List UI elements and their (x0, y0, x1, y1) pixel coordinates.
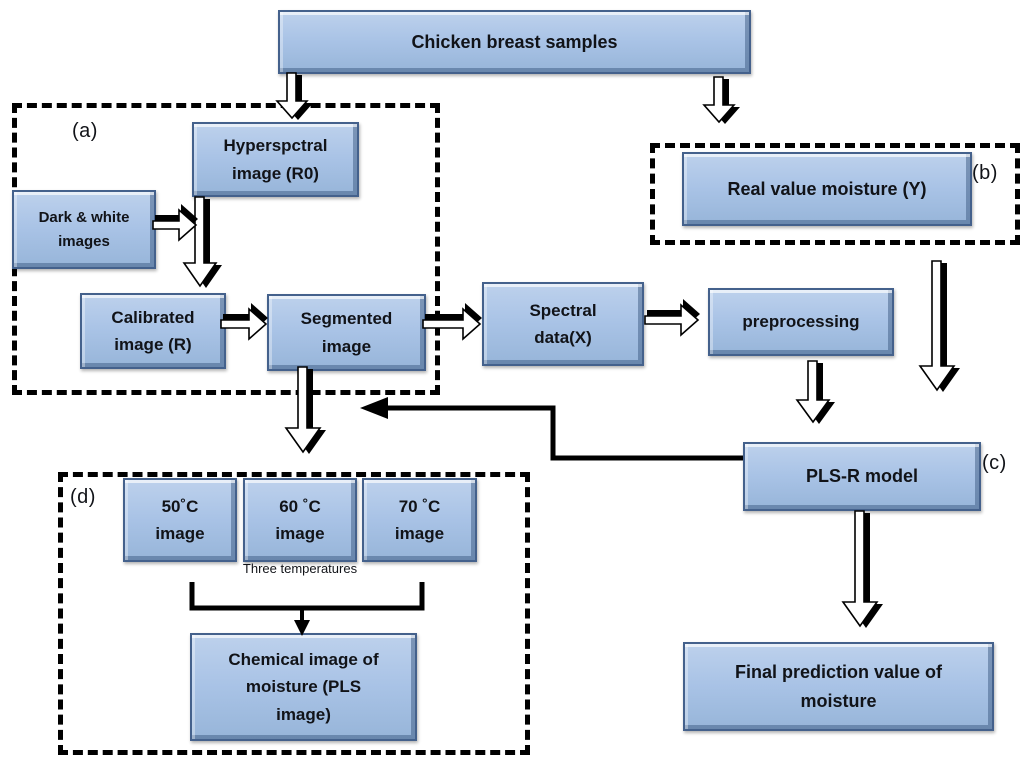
group-a-label: (a) (72, 120, 98, 142)
arrow-chicken-to-group-b (702, 76, 740, 124)
arrow-spectral-to-preprocessing (644, 299, 700, 337)
node-label: Real value moisture (Y) (727, 178, 927, 199)
arrow-preprocessing-to-plsr (795, 360, 835, 424)
arrow-real-value-to-plsr (918, 260, 960, 392)
arrow-segmented-to-group-d (284, 366, 326, 454)
node-final-prediction: Final prediction value of moisture (683, 642, 994, 731)
node-hyperspectral-image: Hyperspctral image (R0) (192, 122, 359, 197)
node-label: PLS-R model (805, 466, 918, 487)
arrow-darkwhite-to-junction (152, 204, 198, 242)
node-label: 70 ˚C image (394, 496, 445, 543)
node-label: 60 ˚C image (275, 496, 325, 543)
node-60c-image: 60 ˚C image (243, 478, 357, 562)
group-b-frame (650, 143, 1020, 245)
node-label: Segmented image (300, 309, 393, 356)
group-d-frame (58, 472, 530, 755)
node-dark-white-images: Dark & white images (12, 190, 156, 269)
node-plsr-model: PLS-R model (743, 442, 981, 511)
node-50c-image: 50˚C image (123, 478, 237, 562)
node-calibrated-image: Calibrated image (R) (80, 293, 226, 369)
arrow-plsr-to-final (841, 510, 883, 628)
arrow-calibrated-to-segmented (220, 303, 268, 341)
node-label: Chemical image of moisture (PLS image) (228, 650, 379, 724)
arrow-plsr-feedback-to-segmented (360, 397, 743, 461)
node-label: Calibrated image (R) (111, 307, 195, 354)
node-70c-image: 70 ˚C image (362, 478, 477, 562)
node-label: Dark & white images (38, 208, 130, 250)
bracket-temperatures-to-chemical (189, 582, 425, 636)
arrow-chicken-to-group-a (275, 72, 313, 120)
node-label: Hyperspctral image (R0) (223, 136, 328, 183)
node-label: Final prediction value of moisture (734, 661, 943, 711)
node-label: Spectral data(X) (529, 300, 597, 347)
node-segmented-image: Segmented image (267, 294, 426, 371)
node-chicken-breast-samples: Chicken breast samples (278, 10, 751, 74)
arrow-segmented-to-spectral (422, 303, 482, 341)
group-c-label: (c) (982, 452, 1007, 474)
group-b-label: (b) (972, 162, 998, 184)
three-temperatures-label: Three temperatures (242, 561, 358, 576)
node-preprocessing: preprocessing (708, 288, 894, 356)
group-d-label: (d) (70, 486, 96, 508)
node-label: Chicken breast samples (411, 31, 618, 52)
node-real-value-moisture: Real value moisture (Y) (682, 152, 972, 226)
node-spectral-data: Spectral data(X) (482, 282, 644, 366)
arrow-hyperspectral-to-calibrated (182, 196, 222, 288)
node-label: 50˚C image (155, 496, 205, 543)
node-chemical-image: Chemical image of moisture (PLS image) (190, 633, 417, 741)
node-label: preprocessing (742, 312, 860, 332)
